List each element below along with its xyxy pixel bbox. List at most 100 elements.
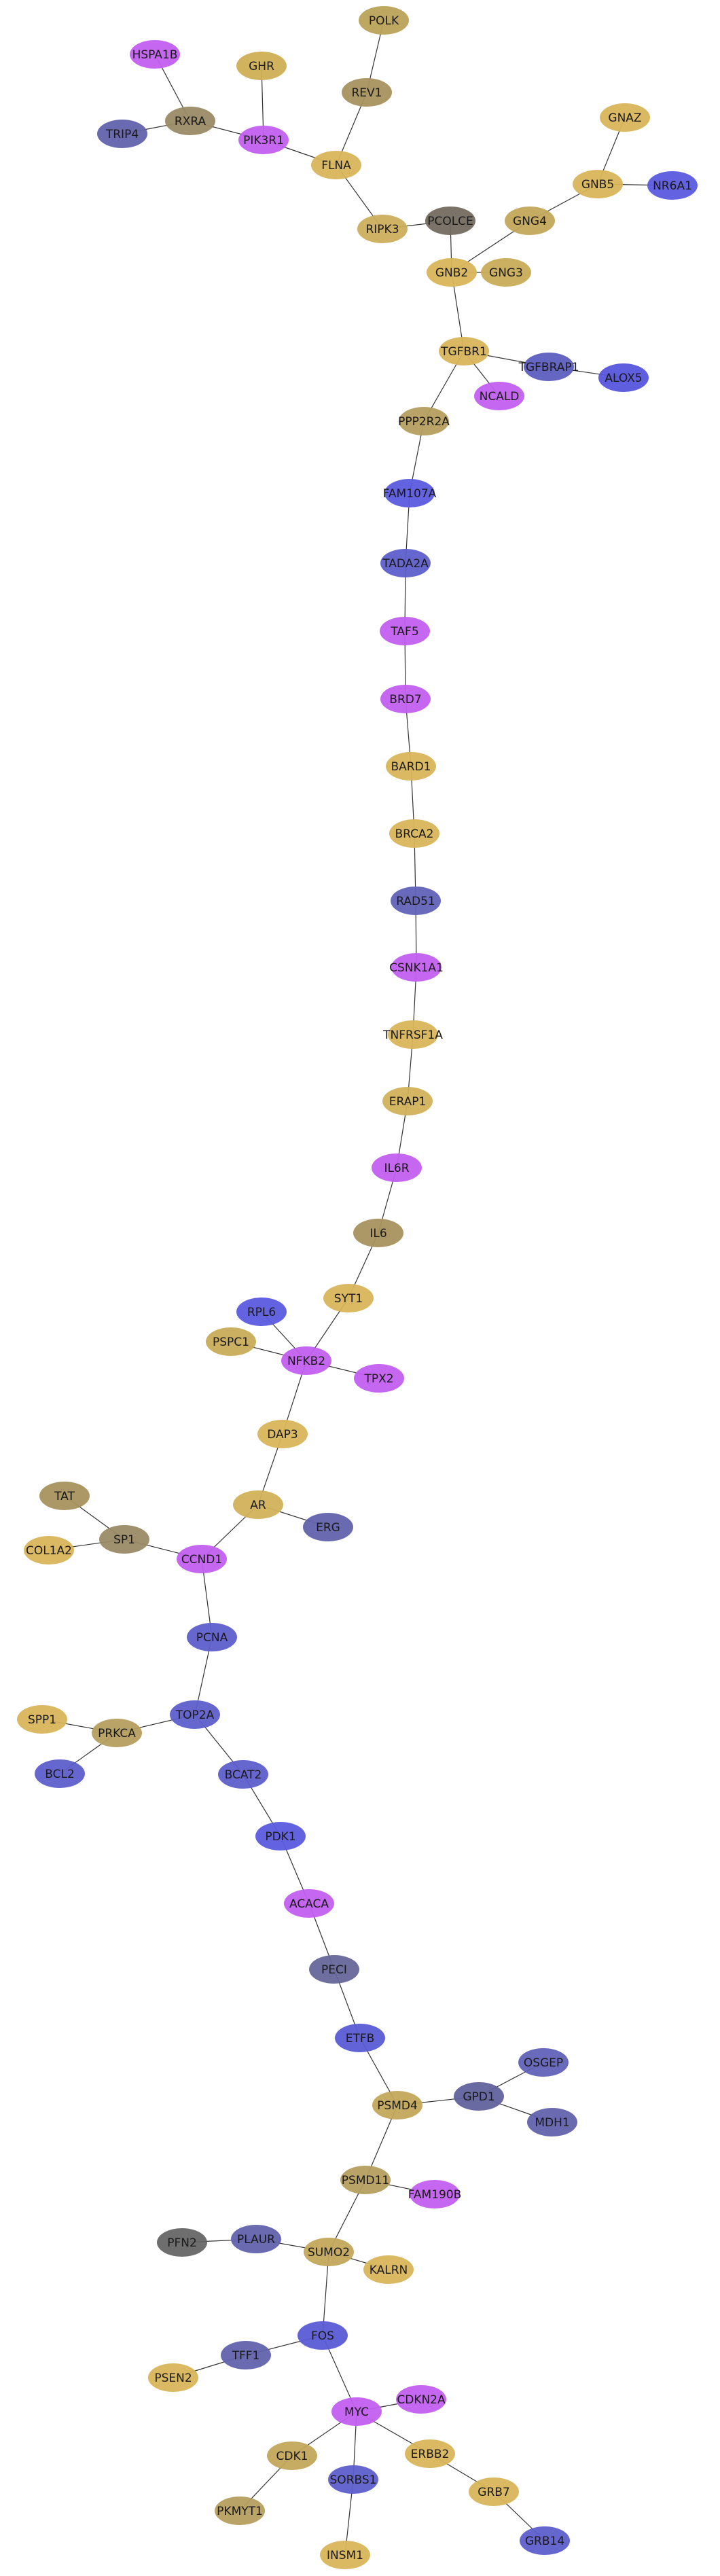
- node-syt1[interactable]: SYT1: [323, 1284, 374, 1312]
- node-mdh1[interactable]: MDH1: [527, 2108, 577, 2136]
- node-dap3[interactable]: DAP3: [257, 1420, 308, 1448]
- node-label: GHR: [249, 60, 274, 73]
- node-pspc1[interactable]: PSPC1: [206, 1327, 256, 1356]
- node-flna[interactable]: FLNA: [311, 151, 361, 179]
- node-tff1[interactable]: TFF1: [221, 2341, 271, 2369]
- node-psen2[interactable]: PSEN2: [148, 2363, 198, 2392]
- node-pdk1[interactable]: PDK1: [255, 1822, 306, 1850]
- node-label: GNG3: [489, 266, 523, 280]
- node-acaca[interactable]: ACACA: [284, 1889, 334, 1918]
- node-gnaz[interactable]: GNAZ: [600, 103, 650, 132]
- node-tgfbrap1[interactable]: TGFBRAP1: [518, 353, 579, 381]
- node-ccnd1[interactable]: CCND1: [177, 1545, 227, 1573]
- node-col1a2[interactable]: COL1A2: [24, 1536, 74, 1564]
- node-shape: [372, 2091, 422, 2119]
- node-psmd4[interactable]: PSMD4: [372, 2091, 422, 2119]
- node-fos[interactable]: FOS: [298, 2321, 348, 2350]
- node-myc[interactable]: MYC: [331, 2397, 382, 2426]
- node-shape: [399, 407, 449, 435]
- node-fam190b[interactable]: FAM190B: [408, 2180, 462, 2208]
- node-shape: [215, 2497, 265, 2525]
- node-erap1[interactable]: ERAP1: [382, 1087, 433, 1115]
- node-shape: [17, 1705, 67, 1734]
- node-label: BARD1: [391, 760, 431, 774]
- node-ar[interactable]: AR: [233, 1490, 283, 1519]
- node-shape: [505, 207, 555, 235]
- node-label: TAF5: [390, 625, 418, 639]
- node-ncald[interactable]: NCALD: [474, 382, 524, 410]
- node-shape: [439, 337, 489, 365]
- node-tada2a[interactable]: TADA2A: [380, 549, 431, 577]
- node-sorbs1[interactable]: SORBS1: [328, 2465, 378, 2494]
- node-rxra[interactable]: RXRA: [165, 107, 215, 135]
- node-nr6a1[interactable]: NR6A1: [647, 171, 698, 200]
- node-kalrn[interactable]: KALRN: [363, 2255, 414, 2284]
- node-gng4[interactable]: GNG4: [505, 207, 555, 235]
- node-psmd11[interactable]: PSMD11: [340, 2166, 391, 2194]
- node-tat[interactable]: TAT: [39, 1482, 90, 1510]
- node-shape: [380, 685, 431, 713]
- node-tpx2[interactable]: TPX2: [354, 1364, 404, 1393]
- node-csnk1a1[interactable]: CSNK1A1: [389, 953, 444, 982]
- node-plaur[interactable]: PLAUR: [231, 2225, 281, 2253]
- node-bard1[interactable]: BARD1: [386, 752, 436, 781]
- node-spp1[interactable]: SPP1: [17, 1705, 67, 1734]
- node-gnb2[interactable]: GNB2: [427, 258, 477, 287]
- node-gnb5[interactable]: GNB5: [573, 170, 623, 198]
- node-peci[interactable]: PECI: [309, 1955, 359, 1984]
- node-bcl2[interactable]: BCL2: [35, 1759, 85, 1788]
- node-gpd1[interactable]: GPD1: [454, 2082, 504, 2111]
- node-label: FOS: [311, 2329, 334, 2343]
- node-il6[interactable]: IL6: [353, 1219, 403, 1247]
- node-shape: [221, 2341, 271, 2369]
- node-rad51[interactable]: RAD51: [391, 887, 441, 915]
- node-pcolce[interactable]: PCOLCE: [425, 207, 475, 235]
- node-shape: [99, 1525, 149, 1554]
- node-shape: [518, 2048, 569, 2077]
- node-pcna[interactable]: PCNA: [187, 1623, 237, 1651]
- node-pfn2[interactable]: PFN2: [157, 2228, 207, 2257]
- node-polk[interactable]: POLK: [359, 6, 409, 35]
- node-taf5[interactable]: TAF5: [380, 617, 430, 645]
- node-osgep[interactable]: OSGEP: [518, 2048, 569, 2077]
- node-erg[interactable]: ERG: [303, 1513, 353, 1541]
- node-rpl6[interactable]: RPL6: [236, 1298, 287, 1326]
- node-ghr[interactable]: GHR: [236, 52, 287, 80]
- node-ripk3[interactable]: RIPK3: [357, 215, 408, 243]
- node-label: FAM107A: [383, 487, 437, 501]
- node-alox5[interactable]: ALOX5: [598, 363, 649, 392]
- node-pik3r1[interactable]: PIK3R1: [238, 126, 289, 154]
- node-label: TRIP4: [105, 128, 139, 141]
- node-brd7[interactable]: BRD7: [380, 685, 431, 713]
- node-sumo2[interactable]: SUMO2: [304, 2238, 354, 2266]
- node-nfkb2[interactable]: NFKB2: [281, 1346, 331, 1375]
- node-cdk1[interactable]: CDK1: [267, 2441, 317, 2470]
- node-grb7[interactable]: GRB7: [469, 2477, 519, 2506]
- node-erbb2[interactable]: ERBB2: [405, 2439, 455, 2468]
- node-hspa1b[interactable]: HSPA1B: [130, 40, 180, 69]
- node-label: OSGEP: [524, 2056, 563, 2070]
- node-bcat2[interactable]: BCAT2: [218, 1760, 268, 1789]
- node-trip4[interactable]: TRIP4: [97, 120, 147, 148]
- node-rev1[interactable]: REV1: [342, 78, 392, 107]
- node-il6r[interactable]: IL6R: [372, 1153, 422, 1182]
- node-insm1[interactable]: INSM1: [320, 2541, 370, 2569]
- node-gng3[interactable]: GNG3: [481, 258, 531, 287]
- node-shape: [177, 1545, 227, 1573]
- node-label: CSNK1A1: [389, 961, 444, 975]
- node-prkca[interactable]: PRKCA: [92, 1719, 142, 1747]
- node-fam107a[interactable]: FAM107A: [383, 479, 437, 507]
- node-etfb[interactable]: ETFB: [335, 2024, 385, 2052]
- node-top2a[interactable]: TOP2A: [170, 1700, 220, 1729]
- node-tgfbr1[interactable]: TGFBR1: [439, 337, 489, 365]
- node-grb14[interactable]: GRB14: [520, 2526, 570, 2555]
- node-tnfrsf1a[interactable]: TNFRSF1A: [382, 1020, 443, 1049]
- node-label: ACACA: [289, 1897, 329, 1911]
- node-sp1[interactable]: SP1: [99, 1525, 149, 1554]
- node-ppp2r2a[interactable]: PPP2R2A: [398, 407, 450, 435]
- node-pkmyt1[interactable]: PKMYT1: [215, 2497, 265, 2525]
- node-cdkn2a[interactable]: CDKN2A: [396, 2385, 446, 2414]
- node-brca2[interactable]: BRCA2: [389, 819, 439, 848]
- node-label: TPX2: [363, 1372, 393, 1386]
